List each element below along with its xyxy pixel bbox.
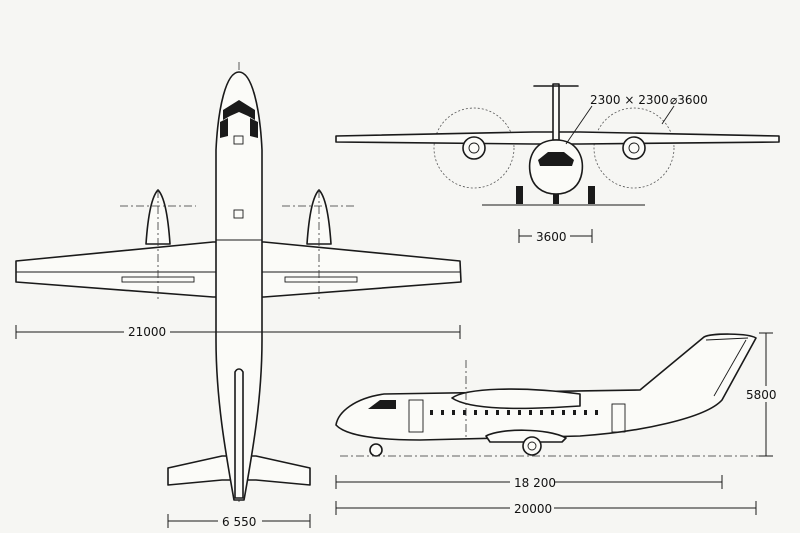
nose-wheel bbox=[369, 443, 383, 457]
front-nose-gear bbox=[553, 194, 559, 204]
track-label: 3600 bbox=[536, 230, 567, 244]
height-label: 5800 bbox=[746, 388, 777, 402]
cabin-section-leader bbox=[565, 105, 593, 145]
top-view-fin bbox=[234, 368, 244, 499]
front-view-fuselage bbox=[528, 139, 584, 195]
cockpit-side-window-left bbox=[220, 118, 228, 138]
roof-escape-hatch bbox=[233, 209, 244, 219]
height-label-bg bbox=[744, 386, 776, 402]
roof-hatch bbox=[233, 135, 244, 145]
side-view-fuselage bbox=[335, 333, 757, 441]
left-engine-front bbox=[462, 136, 486, 160]
cockpit-windshield bbox=[223, 100, 255, 120]
front-left-main-gear bbox=[516, 186, 523, 204]
track-label-bg bbox=[532, 227, 570, 243]
overall-length-label: 20000 bbox=[514, 502, 552, 516]
front-right-main-gear bbox=[588, 186, 595, 204]
wingspan-label-bg bbox=[124, 322, 170, 338]
forward-door bbox=[408, 399, 424, 433]
top-view: 21000 6 550 bbox=[15, 62, 462, 529]
right-engine-front bbox=[622, 136, 646, 160]
tailspan-label: 6 550 bbox=[222, 515, 256, 529]
rudder-line bbox=[713, 339, 747, 397]
side-view-cockpit-window bbox=[368, 400, 396, 409]
fin-tip bbox=[705, 337, 749, 341]
rear-door bbox=[611, 403, 626, 433]
prop-diameter-leader bbox=[661, 105, 675, 125]
body-length-label: 18 200 bbox=[514, 476, 556, 490]
body-length-label-bg bbox=[510, 474, 554, 490]
side-view: 5800 18 200 20000 bbox=[335, 332, 777, 516]
tailspan-label-bg bbox=[218, 512, 262, 528]
front-view-windshield bbox=[538, 152, 574, 166]
main-wheel-hub bbox=[527, 441, 537, 451]
top-view-fuselage bbox=[215, 71, 263, 501]
overall-length-label-bg bbox=[510, 500, 554, 516]
side-view-engine-nacelle bbox=[451, 388, 581, 410]
main-wheel bbox=[522, 436, 542, 456]
cabin-section-label: 2300 × 2300 bbox=[590, 93, 669, 107]
right-propeller-disc bbox=[593, 107, 675, 189]
right-aileron bbox=[284, 276, 358, 283]
main-gear-fairing bbox=[485, 429, 567, 443]
prop-diameter-label: ⌀3600 bbox=[670, 93, 708, 107]
cockpit-side-window-right bbox=[250, 118, 258, 138]
right-spinner bbox=[628, 142, 640, 154]
left-spinner bbox=[468, 142, 480, 154]
left-propeller-disc bbox=[433, 107, 515, 189]
front-view-fin bbox=[552, 83, 560, 141]
front-view: 2300 × 2300 ⌀3600 3600 bbox=[335, 83, 780, 244]
wingspan-label: 21000 bbox=[128, 325, 166, 339]
cabin-windows bbox=[430, 410, 598, 415]
